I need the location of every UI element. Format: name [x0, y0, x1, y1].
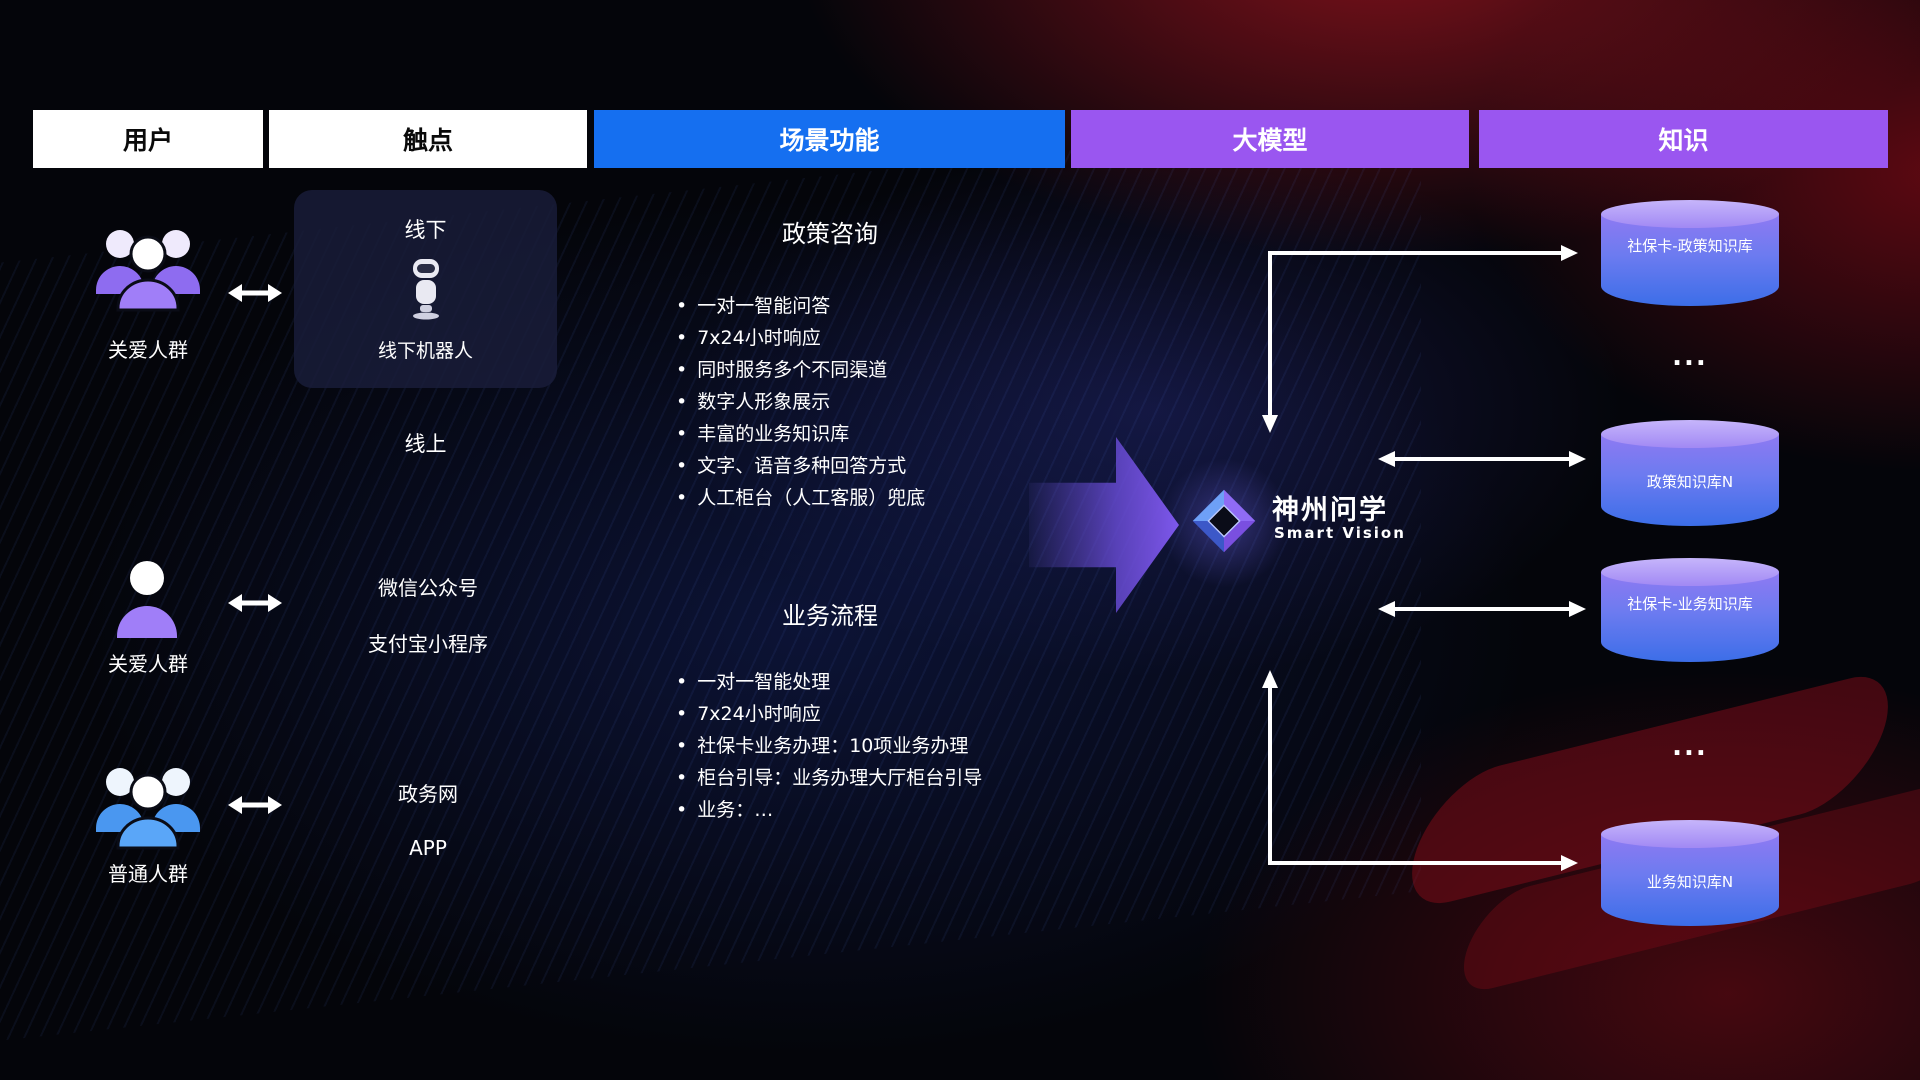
knowledge-db-4: 业务知识库N	[1601, 820, 1779, 926]
header-touchpoints: 触点	[269, 110, 587, 168]
list-item: 同时服务多个不同渠道	[676, 354, 925, 386]
list-item: 柜台引导：业务办理大厅柜台引导	[676, 762, 982, 794]
scene-business-list: 一对一智能处理 7x24小时响应 社保卡业务办理：10项业务办理 柜台引导：业务…	[676, 666, 982, 826]
robot-icon	[404, 256, 448, 326]
model-subtitle: Smart Vision	[1274, 524, 1406, 542]
scene-business-title: 业务流程	[782, 602, 878, 630]
online-title: 线上	[404, 432, 447, 456]
channel-gov-web: 政务网	[398, 782, 458, 806]
ellipsis-2: ...	[1672, 732, 1708, 762]
list-item: 一对一智能处理	[676, 666, 982, 698]
model-name: 神州问学	[1272, 495, 1388, 526]
user-group1-label: 关爱人群	[108, 338, 188, 362]
header-knowledge: 知识	[1479, 110, 1888, 168]
list-item: 文字、语音多种回答方式	[676, 450, 925, 482]
list-item: 7x24小时响应	[676, 322, 925, 354]
knowledge-db-2-label: 政策知识库N	[1646, 473, 1734, 491]
double-arrow-policy-db	[1378, 451, 1586, 467]
user-group-blue-icon	[88, 756, 208, 856]
user-group3-label: 普通人群	[108, 862, 188, 886]
channel-alipay: 支付宝小程序	[368, 632, 488, 656]
list-item: 数字人形象展示	[676, 386, 925, 418]
offline-title: 线下	[404, 218, 447, 242]
elbow-arrow-top	[1262, 245, 1578, 433]
scene-policy-title: 政策咨询	[782, 220, 878, 248]
knowledge-db-2: 政策知识库N	[1601, 420, 1779, 526]
bidirectional-arrow-icon	[228, 792, 282, 822]
header-scenes: 场景功能	[594, 110, 1065, 168]
scene-policy-list: 一对一智能问答 7x24小时响应 同时服务多个不同渠道 数字人形象展示 丰富的业…	[676, 290, 925, 514]
header-users: 用户	[33, 110, 263, 168]
user-group-purple-icon	[88, 218, 208, 318]
knowledge-db-1: 社保卡-政策知识库	[1601, 200, 1779, 306]
smart-vision-logo-icon	[1190, 487, 1258, 559]
list-item: 社保卡业务办理：10项业务办理	[676, 730, 982, 762]
bidirectional-arrow-icon	[228, 590, 282, 620]
user-person-purple-icon	[112, 556, 182, 644]
knowledge-db-3-label: 社保卡-业务知识库	[1627, 595, 1753, 613]
user-group2-label: 关爱人群	[108, 652, 188, 676]
knowledge-db-1-label: 社保卡-政策知识库	[1627, 237, 1753, 255]
list-item: 人工柜台（人工客服）兜底	[676, 482, 925, 514]
bidirectional-arrow-icon	[228, 280, 282, 310]
knowledge-db-3: 社保卡-业务知识库	[1601, 558, 1779, 662]
channel-app: APP	[409, 836, 447, 860]
list-item: 7x24小时响应	[676, 698, 982, 730]
list-item: 业务：…	[676, 794, 982, 826]
offline-robot-label: 线下机器人	[377, 340, 473, 362]
ellipsis-1: ...	[1672, 342, 1708, 372]
elbow-arrow-bottom	[1262, 670, 1578, 871]
list-item: 一对一智能问答	[676, 290, 925, 322]
knowledge-db-4-label: 业务知识库N	[1646, 873, 1734, 891]
channel-wechat: 微信公众号	[378, 576, 478, 600]
double-arrow-business-db	[1378, 601, 1586, 617]
list-item: 丰富的业务知识库	[676, 418, 925, 450]
header-model: 大模型	[1071, 110, 1469, 168]
